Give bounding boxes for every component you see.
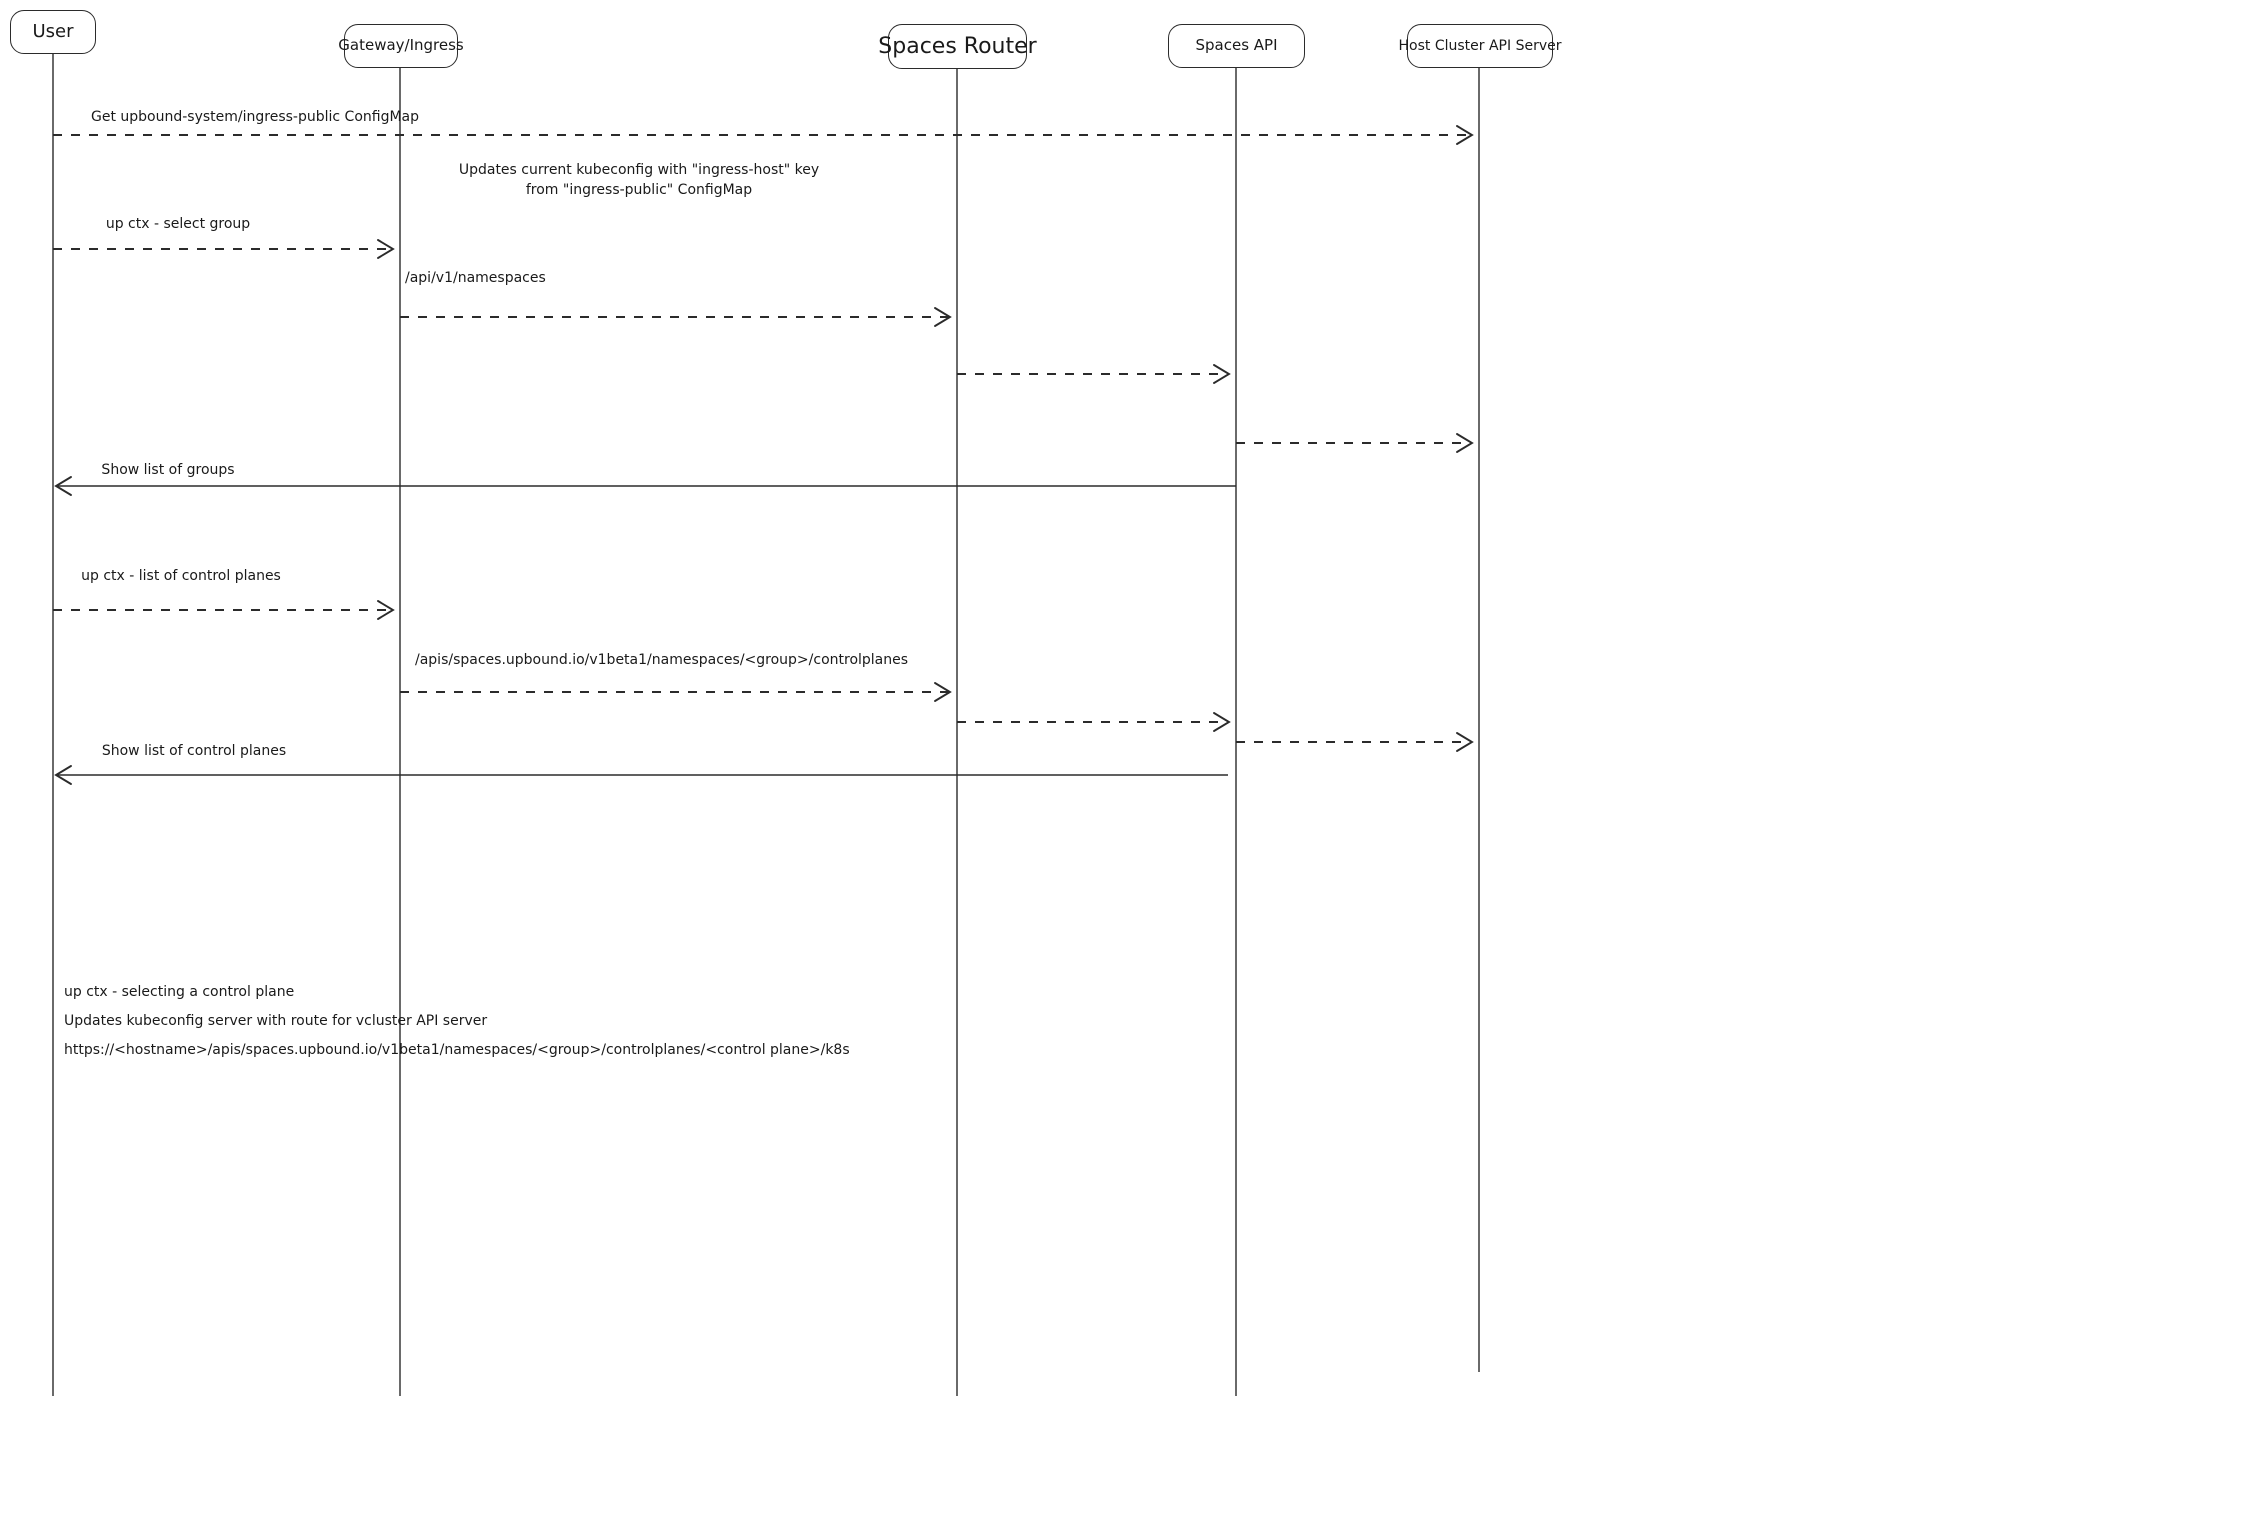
message-arrow-m2: [53, 239, 395, 259]
message-arrow-m3: [400, 307, 952, 327]
message-label-m7: up ctx - list of control planes: [81, 568, 281, 584]
message-arrow-m8: [400, 682, 952, 702]
arrowhead-m11: [54, 765, 72, 785]
participant-label-router: Spaces Router: [878, 33, 1037, 59]
participant-box-user[interactable]: User: [10, 10, 96, 54]
arrowhead-m10: [1456, 732, 1474, 752]
arrowhead-m2: [377, 239, 395, 259]
arrowhead-m6: [54, 476, 72, 496]
message-arrow-m11: [54, 765, 1228, 785]
arrowhead-m3: [934, 307, 952, 327]
message-arrow-m10: [1236, 732, 1474, 752]
footnote-fn3: https://<hostname>/apis/spaces.upbound.i…: [64, 1042, 850, 1058]
message-label-m2: up ctx - select group: [105, 216, 251, 232]
arrowhead-m4: [1213, 364, 1231, 384]
message-label-m3: /api/v1/namespaces: [405, 270, 546, 286]
message-label-m11: Show list of control planes: [101, 743, 287, 759]
footnote-fn1: up ctx - selecting a control plane: [64, 984, 295, 1000]
participant-box-router[interactable]: Spaces Router: [878, 24, 1037, 69]
participant-box-gateway[interactable]: Gateway/Ingress: [338, 24, 464, 68]
message-arrow-m5: [1236, 433, 1474, 453]
diagram-note-note1: Updates current kubeconfig with "ingress…: [458, 162, 820, 199]
message-arrow-m1: [53, 125, 1474, 145]
message-arrow-m9: [957, 712, 1231, 732]
participant-label-gateway: Gateway/Ingress: [338, 36, 464, 55]
message-arrow-m6: [54, 476, 1236, 496]
message-arrow-m7: [53, 600, 395, 620]
arrowhead-m1: [1456, 125, 1474, 145]
participant-label-host_api: Host Cluster API Server: [1398, 37, 1562, 54]
message-arrow-m4: [957, 364, 1231, 384]
arrowhead-m9: [1213, 712, 1231, 732]
participant-label-spaces_api: Spaces API: [1195, 36, 1278, 55]
arrowhead-m8: [934, 682, 952, 702]
participant-box-spaces_api[interactable]: Spaces API: [1168, 24, 1305, 68]
message-label-m6: Show list of groups: [101, 462, 235, 478]
message-label-m1: Get upbound-system/ingress-public Config…: [90, 109, 420, 125]
footnote-fn2: Updates kubeconfig server with route for…: [64, 1013, 488, 1029]
participant-box-host_api[interactable]: Host Cluster API Server: [1399, 24, 1562, 68]
message-label-m8: /apis/spaces.upbound.io/v1beta1/namespac…: [415, 652, 909, 668]
arrowhead-m5: [1456, 433, 1474, 453]
participant-label-user: User: [32, 20, 74, 42]
arrowhead-m7: [377, 600, 395, 620]
